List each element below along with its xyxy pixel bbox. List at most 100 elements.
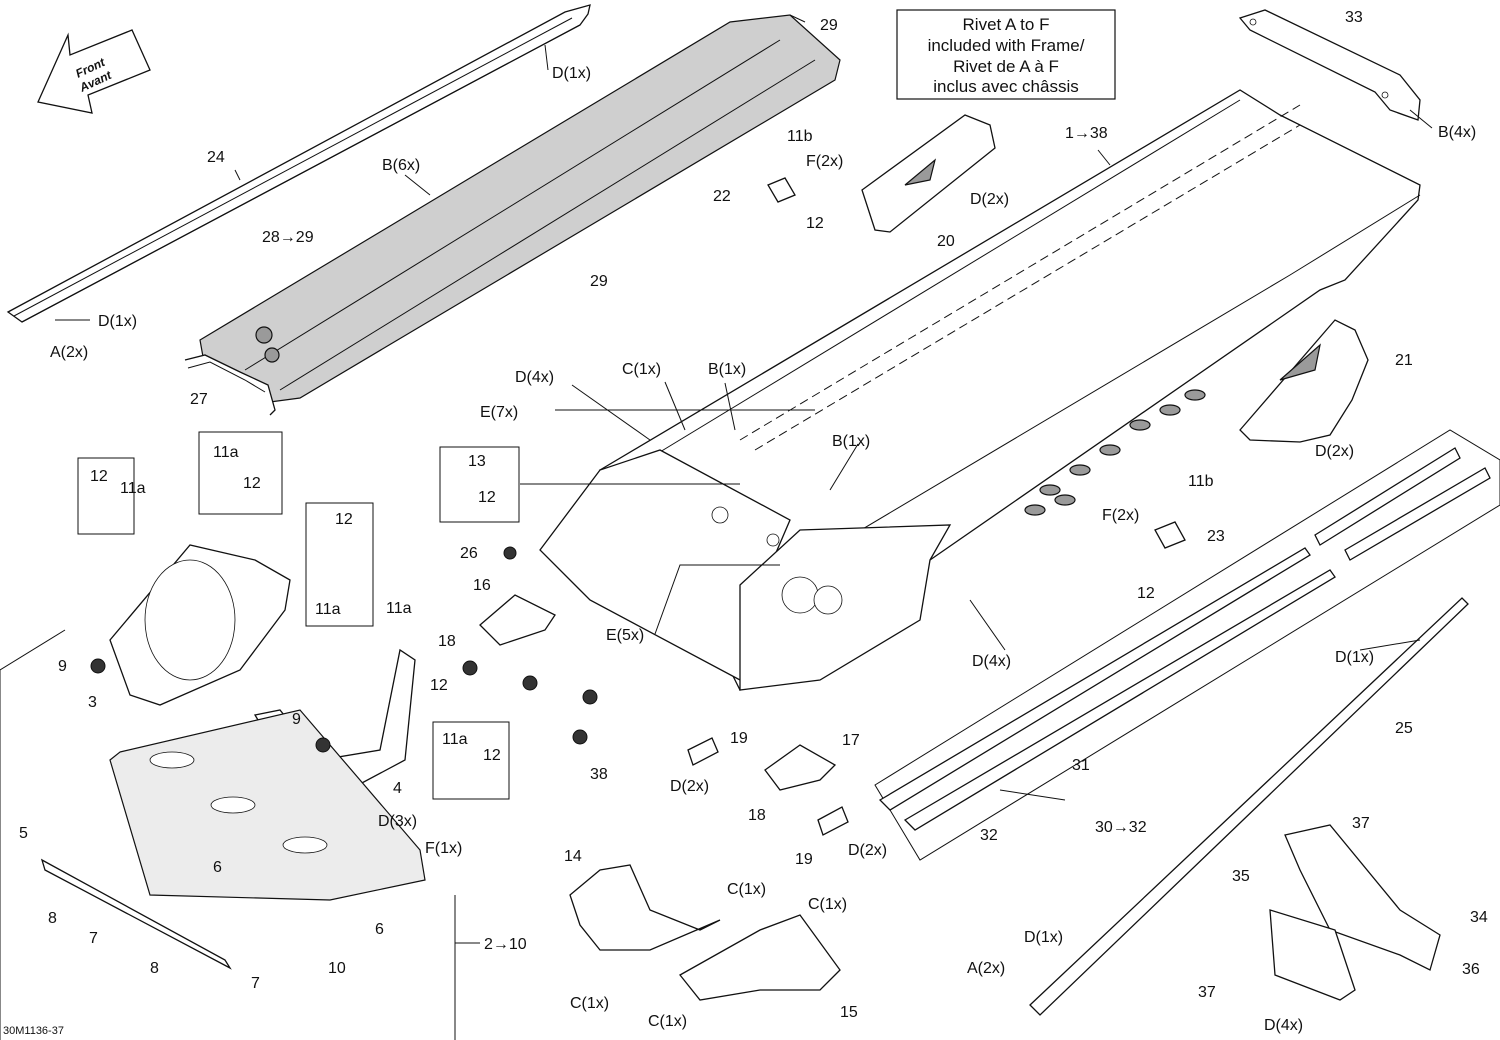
- callout-11a-box2: 11a: [315, 601, 341, 618]
- callout-14: 14: [564, 848, 582, 865]
- callout-27: 27: [190, 391, 208, 408]
- callout-12-23: 12: [1137, 585, 1155, 602]
- callout-12-box0: 12: [90, 468, 108, 485]
- callout-d2x-19a: D(2x): [670, 778, 709, 795]
- part-28-heat-exchanger: [199, 14, 841, 403]
- part-16-footrest: [479, 594, 556, 646]
- diagram-code: 30M1136-37: [3, 1025, 64, 1037]
- part-23-bracket: [1154, 521, 1186, 549]
- part-26-bolt: [503, 546, 517, 560]
- callout-d4x-bottom-right: D(4x): [1264, 1017, 1303, 1034]
- callout-2-10: 2→10: [484, 936, 527, 953]
- callout-19-a: 19: [730, 730, 748, 747]
- callout-c1x-15a: C(1x): [808, 896, 847, 913]
- part-9-wheel-a: [90, 658, 106, 674]
- callout-6-b: 6: [375, 921, 384, 938]
- detail-box-11a-12-b: [198, 431, 283, 515]
- rivet-note: Rivet A to F included with Frame/ Rivet …: [896, 9, 1116, 100]
- part-17-footrest: [764, 744, 837, 791]
- callout-34: 34: [1470, 909, 1488, 926]
- part-5-bar: [40, 858, 232, 970]
- callout-b1x-a: B(1x): [708, 361, 746, 378]
- note-line-2: included with Frame/: [928, 36, 1085, 55]
- slide-rail-box: [874, 429, 1500, 861]
- detail-box-11a-12-c: [305, 502, 374, 627]
- part-38-wheels: [462, 660, 598, 745]
- callout-d1x-top: D(1x): [552, 65, 591, 82]
- callout-23: 23: [1207, 528, 1225, 545]
- part-3-front-frame: [109, 544, 291, 706]
- callout-d2x-21: D(2x): [1315, 443, 1354, 460]
- callout-21: 21: [1395, 352, 1413, 369]
- part-21-brace: [1239, 319, 1369, 443]
- front-arrow: Front Avant: [37, 29, 151, 114]
- callout-7-a: 7: [89, 930, 98, 947]
- callout-a2x-left: A(2x): [50, 344, 88, 361]
- callout-7-b: 7: [251, 975, 260, 992]
- callout-8-b: 8: [150, 960, 159, 977]
- callout-11b-top: 11b: [787, 128, 813, 145]
- callout-12-free: 12: [430, 677, 448, 694]
- part-33-bracket: [1238, 9, 1421, 121]
- note-line-3: Rivet de A à F: [953, 57, 1059, 76]
- callout-b1x-b: B(1x): [832, 433, 870, 450]
- callout-16: 16: [473, 577, 491, 594]
- callout-d2x-19b: D(2x): [848, 842, 887, 859]
- callout-11a-box3: 11a: [442, 731, 468, 748]
- callout-e5x: E(5x): [606, 627, 644, 644]
- callout-4: 4: [393, 780, 402, 797]
- callout-d4x-mid: D(4x): [515, 369, 554, 386]
- part-14-guard: [569, 864, 721, 951]
- callout-b6x: B(6x): [382, 157, 420, 174]
- callout-12-13: 12: [478, 489, 496, 506]
- detail-box-11a-12-a: [77, 457, 135, 535]
- callout-f2x-top: F(2x): [806, 153, 843, 170]
- callout-18-a: 18: [438, 633, 456, 650]
- callout-24: 24: [207, 149, 225, 166]
- part-34-bracket: [1269, 824, 1441, 1001]
- callout-11a-box1: 11a: [213, 444, 239, 461]
- callout-12-box3: 12: [483, 747, 501, 764]
- callout-29-b: 29: [590, 273, 608, 290]
- callout-9-a: 9: [58, 658, 67, 675]
- callout-3: 3: [88, 694, 97, 711]
- callout-31: 31: [1072, 757, 1090, 774]
- callout-25: 25: [1395, 720, 1413, 737]
- part-22-bracket: [767, 177, 796, 203]
- note-line-4: inclus avec châssis: [933, 77, 1079, 96]
- callout-c1x-mid: C(1x): [622, 361, 661, 378]
- callout-35: 35: [1232, 868, 1250, 885]
- callout-b4x: B(4x): [1438, 124, 1476, 141]
- callout-38: 38: [590, 766, 608, 783]
- callout-a2x-bottom-right: A(2x): [967, 960, 1005, 977]
- part-20-brace: [861, 114, 996, 233]
- callout-e7x: E(7x): [480, 404, 518, 421]
- part-19-plate-b: [817, 806, 849, 836]
- callout-1-38: 1→38: [1065, 125, 1108, 142]
- note-line-1: Rivet A to F: [963, 15, 1050, 34]
- callout-32: 32: [980, 827, 998, 844]
- callout-10: 10: [328, 960, 346, 977]
- callout-12-top: 12: [806, 215, 824, 232]
- callout-8-a: 8: [48, 910, 57, 927]
- part-27-bracket: [184, 354, 276, 416]
- callout-d1x-left: D(1x): [98, 313, 137, 330]
- callout-6-a: 6: [213, 859, 222, 876]
- callout-26: 26: [460, 545, 478, 562]
- callout-12-box1: 12: [243, 475, 261, 492]
- callout-37-a: 37: [1352, 815, 1370, 832]
- part-25-rail: [1029, 597, 1469, 1016]
- callout-d3x: D(3x): [378, 813, 417, 830]
- part-15-guard: [679, 914, 841, 1001]
- callout-11a-free: 11a: [386, 600, 412, 617]
- callout-c1x-15b: C(1x): [648, 1013, 687, 1030]
- callout-12-box2: 12: [335, 511, 353, 528]
- callout-d1x-right: D(1x): [1335, 649, 1374, 666]
- callout-f1x: F(1x): [425, 840, 462, 857]
- callout-36: 36: [1462, 961, 1480, 978]
- main-tunnel-frame: [539, 89, 1421, 691]
- callout-20: 20: [937, 233, 955, 250]
- callout-29-a: 29: [820, 17, 838, 34]
